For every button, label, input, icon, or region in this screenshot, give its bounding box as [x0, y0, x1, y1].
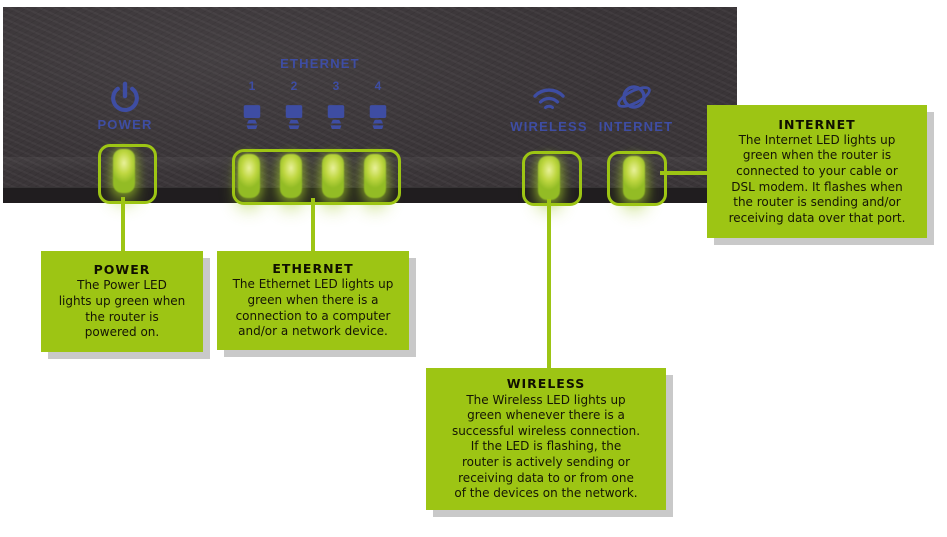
power-callout-body: The Power LED lights up green when the r… [58, 278, 186, 340]
ethernet-port-3-number: 3 [332, 79, 340, 93]
wireless-led [538, 156, 560, 200]
ethernet-callout-box: ETHERNET The Ethernet LED lights up gree… [217, 251, 409, 350]
computer-monitor-icon [243, 105, 261, 129]
power-callout-line [121, 197, 125, 251]
wireless-callout-line [547, 199, 551, 368]
internet-globe-icon [617, 85, 651, 109]
ethernet-led-4 [364, 154, 386, 198]
internet-led [623, 156, 645, 200]
ethernet-led-2 [280, 154, 302, 198]
computer-monitor-icon [285, 105, 303, 129]
power-led [113, 149, 135, 193]
power-panel-label: POWER [97, 117, 153, 132]
ethernet-callout-title: ETHERNET [272, 261, 354, 277]
internet-led-highlight [607, 151, 667, 206]
power-callout-title: POWER [93, 262, 151, 278]
ethernet-callout-line [311, 198, 315, 251]
wireless-callout-body: The Wireless LED lights up green wheneve… [451, 392, 641, 501]
router-front-panel-photo: POWER ETHERNET 1 2 3 4 [3, 7, 737, 203]
internet-callout-title: INTERNET [778, 116, 856, 132]
ethernet-leds-highlight [232, 149, 401, 205]
internet-callout-body: The Internet LED lights up green when th… [728, 132, 906, 225]
internet-callout-line [660, 171, 707, 175]
power-icon [111, 81, 139, 112]
wireless-callout-box: WIRELESS The Wireless LED lights up gree… [426, 368, 666, 510]
ethernet-led-1 [238, 154, 260, 198]
wifi-icon [533, 88, 565, 109]
ethernet-port-1-number: 1 [248, 79, 256, 93]
internet-callout-box: INTERNET The Internet LED lights up gree… [707, 105, 927, 238]
computer-monitor-icon [327, 105, 345, 129]
wireless-led-highlight [522, 151, 582, 206]
ethernet-port-2-number: 2 [290, 79, 298, 93]
wireless-callout-title: WIRELESS [506, 376, 586, 392]
ethernet-port-4-number: 4 [374, 79, 382, 93]
computer-monitor-icon [369, 105, 387, 129]
power-callout-box: POWER The Power LED lights up green when… [41, 251, 203, 352]
power-led-highlight [98, 144, 157, 204]
internet-panel-label: INTERNET [598, 119, 674, 134]
ethernet-led-3 [322, 154, 344, 198]
wireless-panel-label: WIRELESS [510, 119, 588, 134]
ethernet-callout-body: The Ethernet LED lights up green when th… [232, 277, 394, 339]
ethernet-panel-label: ETHERNET [280, 56, 360, 71]
